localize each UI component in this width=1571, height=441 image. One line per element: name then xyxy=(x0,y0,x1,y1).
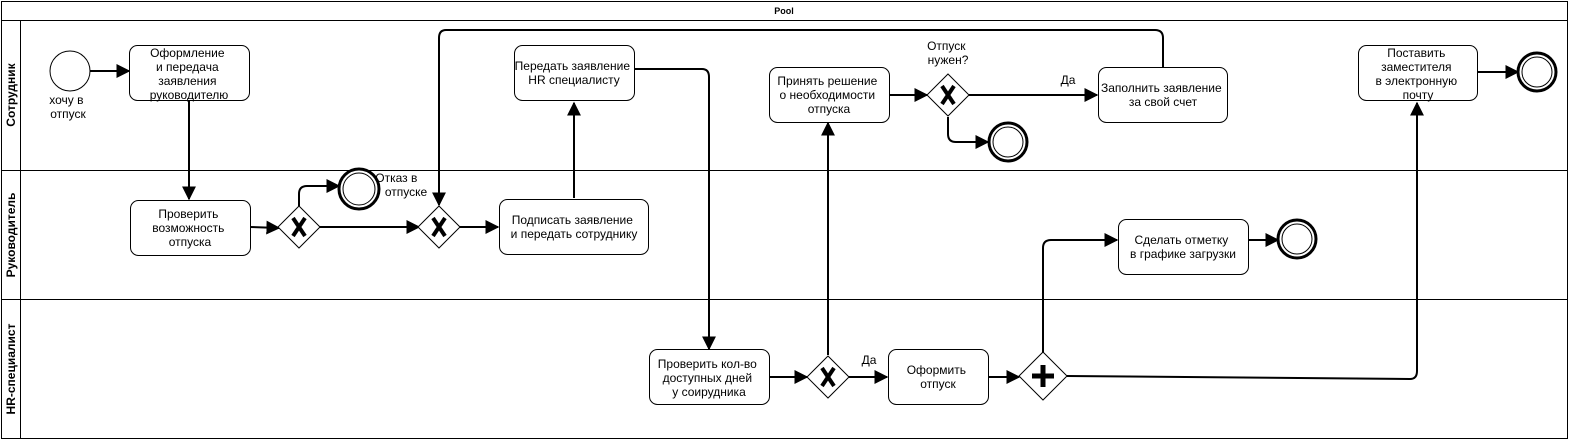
flow-t6-to-g1 xyxy=(249,220,281,235)
gateway-parallel xyxy=(1018,351,1068,401)
task-schedule-frame xyxy=(1118,219,1249,275)
gateway-vacation-needed-label: Отпуск нужен? xyxy=(927,39,969,67)
flow-t2-to-t9 xyxy=(634,68,716,351)
lane-employee-label: Сотрудник xyxy=(4,62,18,126)
pool-title: Pool xyxy=(774,6,794,16)
task-check-days: Проверить кол-во доступных дней у соируд… xyxy=(658,357,760,399)
task-deputy: Поставить заместителя в электронную почт… xyxy=(1375,46,1460,102)
gateway-days-available xyxy=(806,355,850,399)
edge-label-yes-process: Да xyxy=(862,353,877,367)
end-event-final xyxy=(1516,51,1558,93)
task-self-paid: Заполнить заявление за свой счет xyxy=(1101,81,1225,109)
task-decide-frame xyxy=(769,67,890,123)
flow-t4-to-g2 xyxy=(432,29,1164,207)
task-check-days-frame xyxy=(649,349,770,405)
annotations: хочу в отпуск Отказ в отпуске Отпуск нуж… xyxy=(49,39,1076,367)
task-process-frame xyxy=(888,349,989,405)
tasks xyxy=(129,45,1478,405)
task-self-paid-frame xyxy=(1098,67,1228,123)
start-event-label: хочу в отпуск xyxy=(49,93,87,121)
edge-label-yes-fill: Да xyxy=(1061,73,1076,87)
lanes: Сотрудник Руководитель HR-специалист xyxy=(1,20,1568,439)
task-deputy-frame xyxy=(1358,45,1478,101)
gateway-vacation-needed xyxy=(926,73,970,117)
task-apply-frame xyxy=(129,45,250,101)
gateways xyxy=(277,73,1068,401)
rejection-event-label: Отказ в отпуске xyxy=(375,171,427,199)
end-event-schedule xyxy=(1276,218,1318,260)
gateway-exclusive-check xyxy=(277,205,321,249)
task-check-possibility: Проверить возможность отпуска xyxy=(152,207,228,249)
start-event xyxy=(49,50,91,92)
edges xyxy=(90,29,1520,384)
flow-g3-to-end xyxy=(947,117,990,149)
gateway-exclusive-merge xyxy=(417,205,461,249)
lane-manager-label: Руководитель xyxy=(4,193,18,278)
task-decide: Принять решение о необходимости отпуска xyxy=(777,74,880,116)
flow-g5-to-t5 xyxy=(1066,101,1424,381)
task-process: Оформить отпуск xyxy=(907,363,970,391)
events xyxy=(49,50,1558,260)
task-forward-hr: Передать заявление HR специалисту xyxy=(515,59,634,87)
end-event-no-vacation xyxy=(987,121,1029,163)
task-sign-frame xyxy=(499,199,649,255)
task-check-possibility-frame xyxy=(130,200,251,256)
lane-hr-label: HR-специалист xyxy=(4,323,18,414)
task-schedule: Сделать отметку в графике загрузки xyxy=(1130,233,1236,261)
task-forward-hr-frame xyxy=(514,45,635,101)
flow-g5-to-t8 xyxy=(1042,233,1119,355)
flow-g1-to-rejection xyxy=(298,179,341,206)
end-event-rejection xyxy=(337,167,381,211)
task-labels: Оформление и передача заявления руководи… xyxy=(150,46,1460,399)
task-sign: Подписать заявление и передать сотрудник… xyxy=(511,213,638,241)
task-apply: Оформление и передача заявления руководи… xyxy=(150,46,229,102)
